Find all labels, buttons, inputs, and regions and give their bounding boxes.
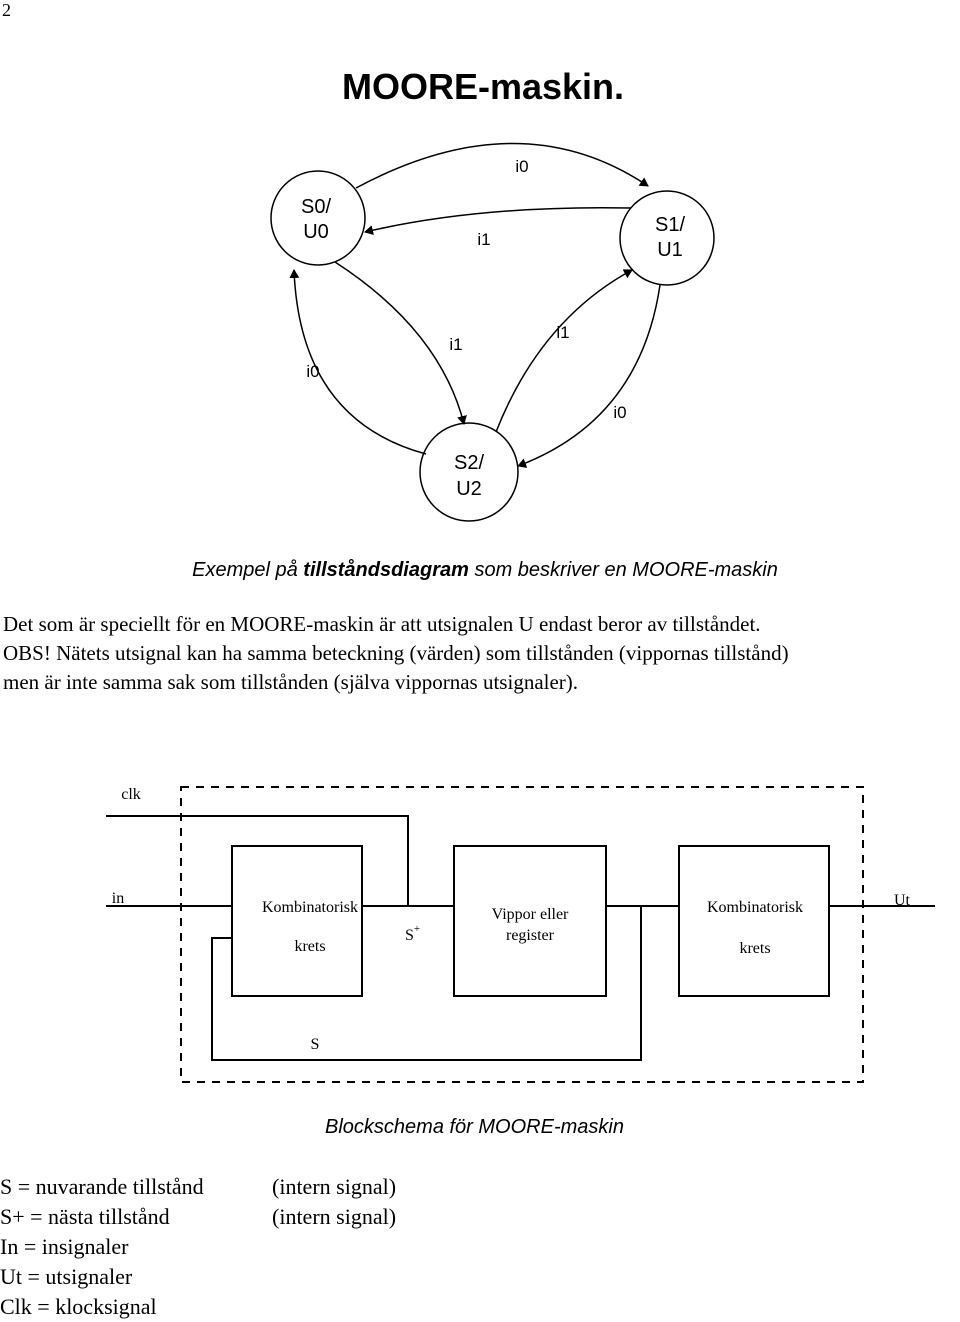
transition-s0-self: [289, 269, 427, 455]
state-s0-label-1: S0/: [301, 196, 331, 218]
caption1-after: som beskriver en MOORE-maskin: [468, 559, 778, 581]
definition-term: S+ = nästa tillstånd: [0, 1204, 170, 1229]
block-diagram-caption: Blockschema för MOORE-maskin: [325, 1116, 624, 1138]
definition-row: S+ = nästa tillstånd (intern signal): [0, 1202, 396, 1232]
comb2-label-1: Kombinatorisk: [707, 899, 803, 916]
state-s1-label-2: U1: [657, 239, 683, 261]
state-diagram: S0/ U0 S1/ U1 S2/ U2 i0 i1 i0 i1 i1 i0: [270, 142, 715, 522]
state-s1-circle: [619, 190, 715, 286]
label-s0-self: i0: [306, 362, 319, 381]
page-title-text: MOORE-maskin.: [341, 66, 625, 107]
definition-row: Ut = utsignaler: [0, 1262, 396, 1292]
combinational-block-2: [678, 845, 830, 997]
feedback-wire: [211, 906, 642, 1061]
comb1-label-2: krets: [294, 938, 325, 955]
clk-wire: [106, 815, 409, 906]
transition-s2-s1: [495, 269, 633, 433]
transition-s0-s2: [334, 261, 467, 425]
label-s2-s1: i1: [556, 323, 569, 342]
label-s0-s2: i1: [449, 335, 462, 354]
comb2-label-2: krets: [739, 940, 770, 957]
definition-row: In = insignaler: [0, 1232, 396, 1262]
definition-term: Ut = utsignaler: [0, 1264, 133, 1289]
register-label-1: Vippor eller: [492, 906, 569, 923]
state-s2-circle: [419, 422, 519, 522]
state-s1-label-1: S1/: [655, 214, 685, 236]
caption1-bold: tillståndsdiagram: [303, 559, 469, 581]
state-s2-label-1: S2/: [454, 452, 484, 474]
definition-term: Clk = klocksignal: [0, 1294, 157, 1319]
register-block: [453, 845, 607, 997]
page-title: MOORE-maskin.: [0, 66, 960, 108]
s-plus-label: S+: [405, 923, 420, 944]
state-s0-label-2: U0: [303, 221, 329, 243]
s-label: S: [311, 1036, 320, 1053]
transition-s0-s1: [355, 142, 649, 189]
state-diagram-caption: Exempel på tillståndsdiagram som beskriv…: [0, 559, 960, 582]
state-s0-circle: [270, 170, 366, 266]
definition-term: S = nuvarande tillstånd: [0, 1174, 204, 1199]
paragraph-line-2: OBS! Nätets utsignal kan ha samma beteck…: [3, 641, 789, 665]
paragraph-line-3: men är inte samma sak som tillstånden (s…: [3, 670, 579, 694]
transition-s1-s2: [517, 284, 661, 468]
in-label: in: [112, 890, 124, 907]
definition-row: Clk = klocksignal: [0, 1292, 396, 1322]
definition-note: (intern signal): [272, 1204, 397, 1229]
explanation-paragraph: Det som är speciellt för en MOORE-maskin…: [3, 610, 958, 697]
page-number: 2: [2, 0, 11, 20]
transition-s1-s0: [364, 206, 632, 236]
state-s2-label-2: U2: [456, 478, 482, 500]
definitions-list: S = nuvarande tillstånd (intern signal) S…: [0, 1172, 396, 1322]
s-plus-sup: +: [414, 923, 420, 935]
block-diagram: clk in Kombinatorisk krets S+ Vippor ell…: [106, 786, 935, 1083]
label-s1-s2: i0: [613, 403, 626, 422]
label-s1-s0: i1: [477, 230, 490, 249]
definition-term: In = insignaler: [0, 1234, 129, 1259]
definition-row: S = nuvarande tillstånd (intern signal): [0, 1172, 396, 1202]
definition-note: (intern signal): [272, 1174, 397, 1199]
ut-label: Ut: [894, 892, 911, 909]
comb1-label-1: Kombinatorisk: [262, 899, 358, 916]
caption1-before: Exempel på: [192, 559, 304, 581]
label-s0-s1: i0: [515, 157, 528, 176]
combinational-block-1: [231, 845, 363, 997]
clk-label: clk: [121, 786, 141, 803]
dashed-enclosure: [180, 786, 864, 1083]
register-label-2: register: [506, 927, 555, 944]
paragraph-line-1: Det som är speciellt för en MOORE-maskin…: [3, 612, 761, 636]
s-plus-base: S: [405, 927, 414, 944]
